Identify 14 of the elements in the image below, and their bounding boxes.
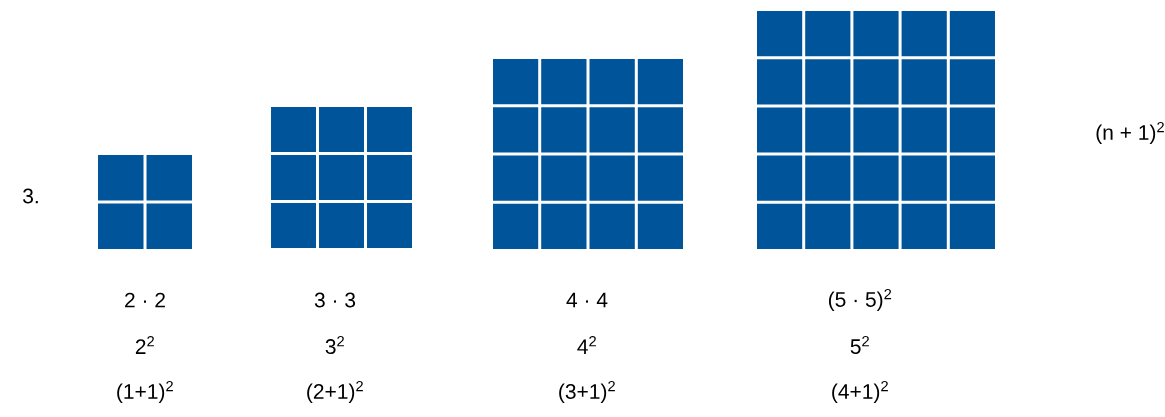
math-label: 2 · 2 [125,292,165,308]
math-label: (3+1)$^{2}$ [559,380,615,404]
math-label: (4+1)$^{2}$ [832,380,888,404]
math-label: 4 · 4 [566,292,608,308]
math-label: 3$^{2}$ [325,336,344,354]
math-label: (1+1)$^{2}$ [117,380,173,404]
math-label: 4$^{2}$ [577,336,596,354]
math-label: 2$^{2}$ [135,336,154,354]
math-label: (5 · 5)$^{2}$ [828,288,892,312]
math-label: (n + 1)$^{2}$ [1096,121,1164,145]
math-label: (2+1)$^{2}$ [307,380,363,404]
math-label: 5$^{2}$ [850,336,869,354]
math-label: 3 · 3 [314,292,356,308]
math-label: 3. [23,188,38,204]
